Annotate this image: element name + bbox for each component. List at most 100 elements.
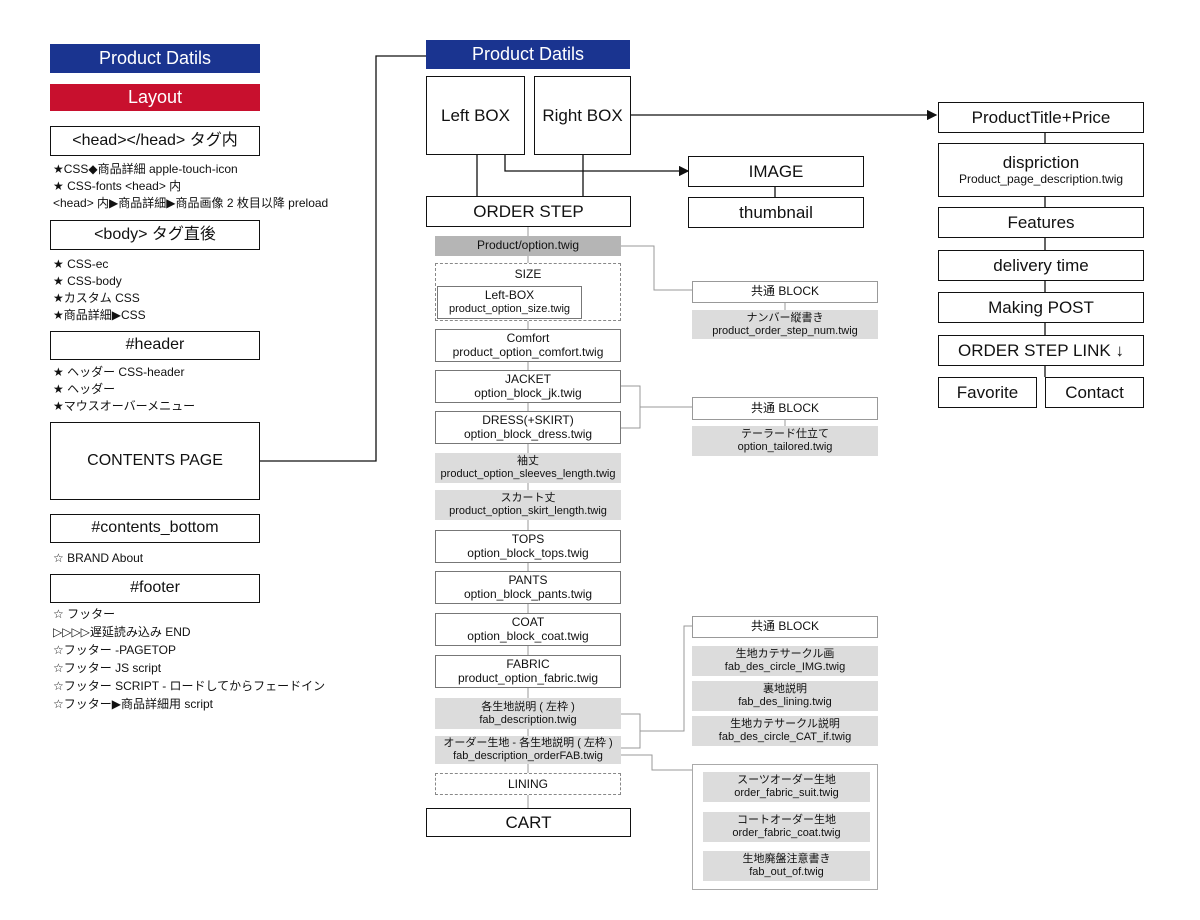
contents-page-box: CONTENTS PAGE <box>50 422 260 500</box>
order-fabric-coat-box: コートオーダー生地 order_fabric_coat.twig <box>703 812 870 842</box>
footer-note: ☆フッター▶商品詳細用 script <box>53 697 213 711</box>
tailored-title: テーラード仕立て <box>741 428 829 441</box>
order-fabric-coat-title: コートオーダー生地 <box>737 814 836 827</box>
making-post-box: Making POST <box>938 292 1144 323</box>
cart-box: CART <box>426 808 631 837</box>
order-fabric-suit-box: スーツオーダー生地 order_fabric_suit.twig <box>703 772 870 802</box>
image-box: IMAGE <box>688 156 864 187</box>
footer-note: ☆ フッター <box>53 607 116 621</box>
footer-box: #footer <box>50 574 260 603</box>
fabric-file: product_option_fabric.twig <box>457 670 599 685</box>
comfort-box: Comfort product_option_comfort.twig <box>435 329 621 362</box>
description-box: dispriction Product_page_description.twi… <box>938 143 1144 197</box>
skirt-file: product_option_skirt_length.twig <box>449 505 607 517</box>
fab-out-of-box: 生地廃盤注意書き fab_out_of.twig <box>703 851 870 881</box>
features-box: Features <box>938 207 1144 238</box>
circle-cat-box: 生地カテサークル説明 fab_des_circle_CAT_if.twig <box>692 716 878 746</box>
fab-order-title: オーダー生地 - 各生地説明 ( 左枠 ) <box>443 737 613 750</box>
lining-desc-file: fab_des_lining.twig <box>738 696 832 708</box>
head-note: ★CSS◆商品詳細 apple-touch-icon <box>53 162 238 176</box>
fab-out-of-file: fab_out_of.twig <box>749 866 824 878</box>
circle-cat-file: fab_des_circle_CAT_if.twig <box>718 731 852 743</box>
common-block-3: 共通 BLOCK <box>692 616 878 638</box>
body-note: ★カスタム CSS <box>53 291 140 305</box>
sleeves-file: product_option_sleeves_length.twig <box>440 468 616 480</box>
head-note: ★ CSS-fonts <head> 内 <box>53 179 182 193</box>
common-block-1: 共通 BLOCK <box>692 281 878 303</box>
right-box: Right BOX <box>534 76 631 155</box>
contact-box: Contact <box>1045 377 1144 408</box>
lining-desc-title: 裏地説明 <box>763 683 807 696</box>
order-step-link-box: ORDER STEP LINK ↓ <box>938 335 1144 366</box>
footer-note: ☆フッター SCRIPT - ロードしてからフェードイン <box>53 679 326 693</box>
left-box-size-title: Left-BOX <box>484 288 535 303</box>
left-box-size: Left-BOX product_option_size.twig <box>437 286 582 319</box>
dress-title: DRESS(+SKIRT) <box>482 412 574 427</box>
fab-description-box: 各生地説明 ( 左枠 ) fab_description.twig <box>435 698 621 729</box>
lining-desc-box: 裏地説明 fab_des_lining.twig <box>692 681 878 711</box>
left-box-size-file: product_option_size.twig <box>448 303 571 316</box>
contents-bottom-box: #contents_bottom <box>50 514 260 543</box>
circle-img-title: 生地カテサークル画 <box>735 648 835 661</box>
skirt-box: スカート丈 product_option_skirt_length.twig <box>435 490 621 520</box>
fab-order-file: fab_description_orderFAB.twig <box>453 750 603 762</box>
pants-box: PANTS option_block_pants.twig <box>435 571 621 604</box>
description-file: Product_page_description.twig <box>958 171 1124 186</box>
banner-product-datils-center: Product Datils <box>426 40 630 69</box>
fabric-title: FABRIC <box>506 656 550 671</box>
contents-bottom-note: ☆ BRAND About <box>53 551 144 565</box>
body-note: ★商品詳細▶CSS <box>53 308 146 322</box>
head-note: <head> 内▶商品詳細▶商品画像 2 枚目以降 preload <box>53 196 329 210</box>
coat-title: COAT <box>511 614 545 629</box>
tops-file: option_block_tops.twig <box>467 545 589 560</box>
common-block-2: 共通 BLOCK <box>692 397 878 420</box>
lining-box: LINING <box>435 773 621 795</box>
order-step-num-title: ナンバー縦書き <box>746 311 824 324</box>
left-box: Left BOX <box>426 76 525 155</box>
skirt-title: スカート丈 <box>500 492 556 505</box>
description-title: dispriction <box>1002 153 1080 173</box>
order-step-num-box: ナンバー縦書き product_order_step_num.twig <box>692 310 878 339</box>
tops-box: TOPS option_block_tops.twig <box>435 530 621 563</box>
fab-description-file: fab_description.twig <box>479 713 577 726</box>
tailored-box: テーラード仕立て option_tailored.twig <box>692 426 878 456</box>
comfort-title: Comfort <box>506 330 550 345</box>
body-note: ★ CSS-body <box>53 274 122 288</box>
jacket-file: option_block_jk.twig <box>474 385 582 400</box>
order-step-num-file: product_order_step_num.twig <box>712 324 858 337</box>
pants-file: option_block_pants.twig <box>463 586 593 601</box>
footer-note: ☆フッター JS script <box>53 661 162 675</box>
header-note: ★マウスオーバーメニュー <box>53 399 196 413</box>
jacket-box: JACKET option_block_jk.twig <box>435 370 621 403</box>
head-tag-box: <head></head> タグ内 <box>50 126 260 156</box>
comfort-file: product_option_comfort.twig <box>452 344 604 359</box>
sleeves-title: 袖丈 <box>517 455 539 468</box>
fab-description-title: 各生地説明 ( 左枠 ) <box>481 700 575 713</box>
header-note: ★ ヘッダー CSS-header <box>53 365 185 379</box>
coat-box: COAT option_block_coat.twig <box>435 613 621 646</box>
fab-out-of-title: 生地廃盤注意書き <box>742 853 831 866</box>
jacket-title: JACKET <box>504 371 551 386</box>
size-label: SIZE <box>514 267 542 281</box>
order-fabric-group <box>692 764 878 890</box>
banner-layout: Layout <box>50 84 260 111</box>
delivery-time-box: delivery time <box>938 250 1144 281</box>
dress-file: option_block_dress.twig <box>463 426 593 441</box>
dress-box: DRESS(+SKIRT) option_block_dress.twig <box>435 411 621 444</box>
thumbnail-box: thumbnail <box>688 197 864 228</box>
header-box: #header <box>50 331 260 360</box>
product-option-twig: Product/option.twig <box>435 236 621 256</box>
order-fabric-coat-file: order_fabric_coat.twig <box>732 827 841 839</box>
body-tag-box: <body> タグ直後 <box>50 220 260 250</box>
circle-cat-title: 生地カテサークル説明 <box>730 718 840 731</box>
coat-file: option_block_coat.twig <box>467 628 589 643</box>
circle-img-file: fab_des_circle_IMG.twig <box>724 661 846 673</box>
footer-note: ☆フッター -PAGETOP <box>53 643 176 657</box>
body-note: ★ CSS-ec <box>53 257 109 271</box>
order-fabric-suit-title: スーツオーダー生地 <box>737 774 836 787</box>
header-note: ★ ヘッダー <box>53 382 116 396</box>
footer-note: ▷▷▷▷遅延読み込み END <box>53 625 191 639</box>
tops-title: TOPS <box>511 531 545 546</box>
order-step-box: ORDER STEP <box>426 196 631 227</box>
pants-title: PANTS <box>508 572 548 587</box>
